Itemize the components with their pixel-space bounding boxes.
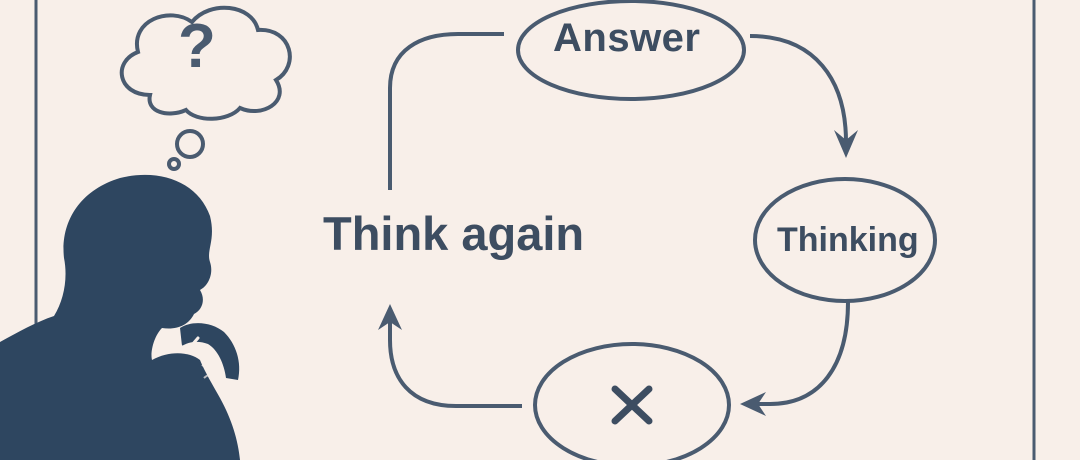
think-again-label: Think again xyxy=(323,207,585,260)
thinking-node xyxy=(753,177,937,303)
answer-to-thinking-arrow xyxy=(749,34,848,143)
question-mark-icon: ? xyxy=(178,12,216,81)
cross-icon xyxy=(611,385,653,425)
rejected-to-think-again-arrow xyxy=(388,322,522,408)
think-again-to-answer-connector xyxy=(388,32,504,190)
thinking-person-icon xyxy=(0,174,240,460)
arrowhead-to-rejected xyxy=(740,392,766,416)
hand-fingers xyxy=(201,361,223,383)
arrowhead-to-thinking xyxy=(834,130,858,158)
answer-node xyxy=(516,0,746,101)
check-mark-icon xyxy=(178,336,200,355)
thought-bubble xyxy=(119,5,292,171)
arrowhead-to-think-again xyxy=(378,304,402,330)
answer-label: Answer xyxy=(553,16,701,60)
thinking-label: Thinking xyxy=(777,221,919,259)
thinking-to-rejected-arrow xyxy=(756,301,850,406)
